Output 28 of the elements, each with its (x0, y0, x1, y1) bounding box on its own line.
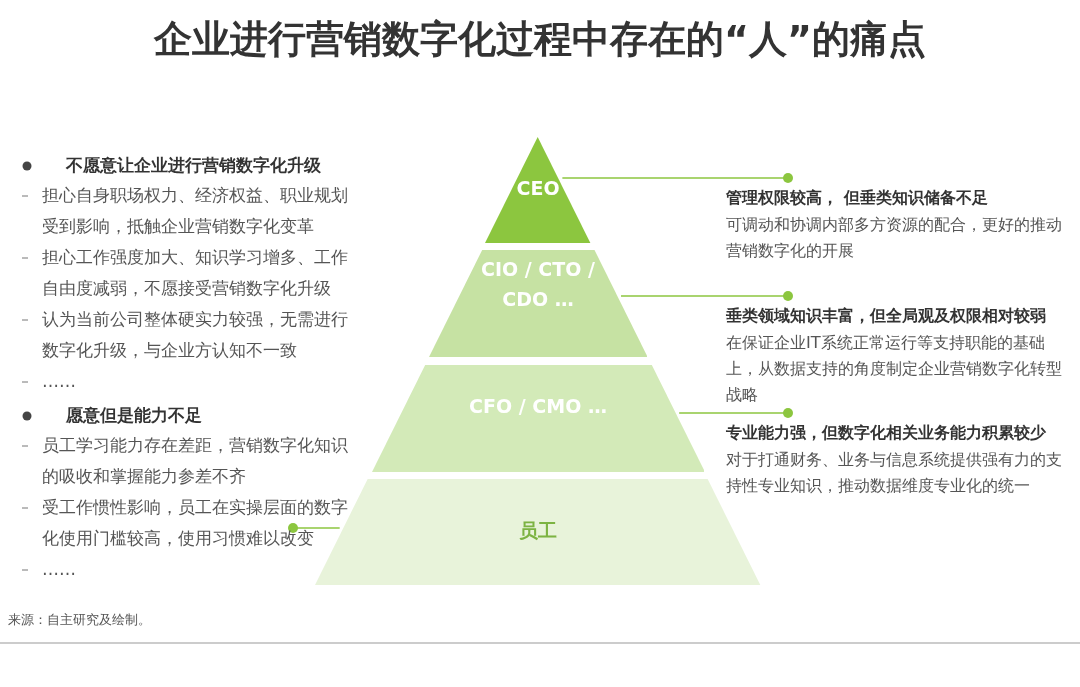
leader-line (678, 408, 793, 418)
list-item: 受工作惯性影响，员工在实操层面的数字化使用门槛较高，使用习惯难以改变 (42, 497, 348, 548)
point-description: 在保证企业IT系统正常运行等支持职能的基础上，从数据支持的角度制定企业营销数字化转型战略 (726, 332, 1063, 406)
leader-line (561, 173, 793, 183)
level-label: CIO / CTO / CDO … (480, 257, 596, 312)
point-heading: 垂类领域知识丰富，但全局观及权限相对较弱 (726, 305, 1047, 327)
pyramid-apex (485, 137, 591, 243)
point-heading: 专业能力强，但数字化相关业务能力积累较少 (726, 422, 1047, 444)
source-note: 来源：自主研究及绘制。 (8, 612, 151, 629)
list-item: 员工学习能力存在差距，营销数字化知识的吸收和掌握能力参差不齐 (42, 435, 348, 486)
leader-line (620, 291, 793, 301)
list-item: 担心工作强度加大、知识学习增多、工作自由度减弱，不愿接受营销数字化升级 (42, 247, 348, 298)
group-heading: 不愿意让企业进行营销数字化升级 (66, 155, 322, 177)
title: 企业进行营销数字化过程中存在的“人”的痛点 (153, 16, 927, 63)
point-heading: 管理权限较高， 但垂类知识储备不足 (726, 187, 989, 209)
pyramid-layer (428, 250, 648, 357)
list-item: …… (42, 371, 76, 391)
pyramid-layer (371, 365, 705, 472)
point-description: 对于打通财务、业务与信息系统提供强有力的支持性专业知识，推动数据维度专业化的统一 (726, 449, 1063, 497)
leader-line (288, 523, 341, 533)
list-item: 担心自身职场权力、经济权益、职业规划受到影响，抵触企业营销数字化变革 (42, 185, 348, 236)
group-heading: 愿意但是能力不足 (66, 405, 203, 427)
list-item: …… (42, 559, 76, 579)
list-item: 认为当前公司整体硬实力较强，无需进行数字化升级，与企业方认知不一致 (42, 309, 348, 360)
level-label: CEO (515, 176, 561, 201)
point-description: 可调动和协调内部多方资源的配合，更好的推动营销数字化的开展 (726, 214, 1063, 262)
level-label: 员工 (518, 518, 558, 543)
level-label: CFO / CMO … (468, 394, 608, 419)
